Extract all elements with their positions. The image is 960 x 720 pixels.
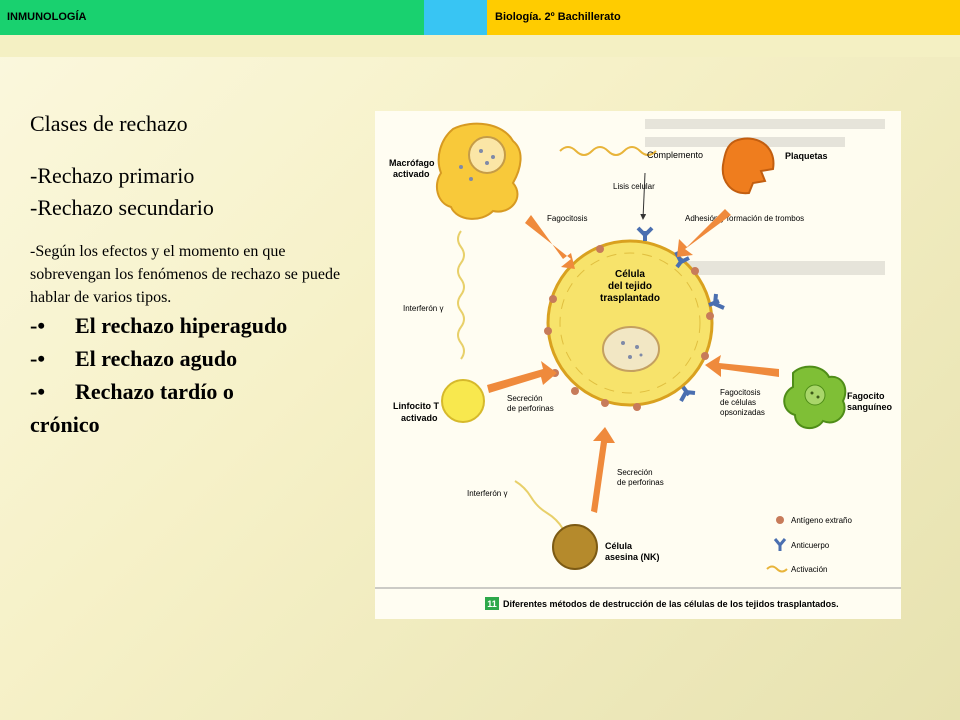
svg-text:de perforinas: de perforinas: [617, 478, 664, 487]
complement-pointer: [640, 172, 647, 220]
header-bar: INMUNOLOGÍA Biología. 2º Bachillerato: [0, 0, 960, 35]
rejection-diagram: Célula del tejido trasplantado Macrófago…: [375, 111, 901, 619]
transplanted-cell: Célula del tejido trasplantado: [546, 239, 714, 407]
legend-antibody: Anticuerpo: [791, 541, 830, 550]
blood-phagocyte-cell: [783, 365, 847, 430]
interferon-top-label: Interferón γ: [403, 304, 443, 313]
figure-caption: Diferentes métodos de destrucción de las…: [503, 599, 839, 609]
svg-text:trasplantado: trasplantado: [600, 293, 660, 304]
lymphocyte-label: Linfocito T: [393, 401, 439, 411]
lymphocyte-cell: [441, 379, 485, 423]
legend-antigen: Antígeno extraño: [791, 516, 852, 525]
bullet-tardio: -• Rechazo tardío o: [30, 375, 350, 408]
nk-cell: [552, 524, 598, 570]
complement-label: Complemento: [647, 150, 703, 160]
svg-text:opsonizadas: opsonizadas: [720, 408, 765, 417]
antibodies: [636, 226, 725, 402]
svg-text:de perforinas: de perforinas: [507, 404, 554, 413]
bullet-agudo: -• El rechazo agudo: [30, 342, 350, 375]
header-cyan-band: [424, 0, 487, 35]
svg-text:de células: de células: [720, 398, 756, 407]
type-secondary: -Rechazo secundario: [30, 195, 214, 220]
legend-activation: Activación: [791, 565, 827, 574]
caption-number-badge: [485, 597, 499, 610]
svg-text:sanguíneo: sanguíneo: [847, 402, 893, 412]
interferon-bottom-label: Interferón γ: [467, 489, 507, 498]
svg-text:activado: activado: [393, 169, 430, 179]
svg-text:asesina (NK): asesina (NK): [605, 552, 660, 562]
phagocytosis-label: Fagocitosis: [547, 214, 587, 223]
bullet-continuation: crónico: [30, 412, 100, 437]
header-green-band: [0, 0, 424, 35]
bullet-text: El rechazo hiperagudo: [75, 313, 288, 338]
bullet-marker: -•: [30, 313, 46, 338]
attack-arrows: [487, 209, 779, 513]
platelet-label: Plaquetas: [785, 151, 828, 161]
adhesion-label: Adhesión y formación de trombos: [685, 214, 804, 223]
interferon-wave-top: [457, 230, 465, 360]
bullet-text: Rechazo tardío o: [75, 379, 234, 404]
header-subject: INMUNOLOGÍA: [7, 11, 87, 23]
antigen-dots: [544, 245, 714, 411]
macrophage-cell: [435, 122, 522, 220]
perforin-bottom-label: Secreción: [617, 468, 653, 477]
header-yellow-band: [487, 0, 960, 35]
macrophage-label: Macrófago: [389, 158, 435, 168]
bullet-marker: -•: [30, 379, 46, 404]
header-strip: [0, 35, 960, 57]
bullet-marker: -•: [30, 346, 46, 371]
slide-text: Clases de rechazo -Rechazo primario -Rec…: [30, 110, 350, 441]
lysis-label: Lisis celular: [613, 182, 655, 191]
nk-label: Célula: [605, 541, 633, 551]
caption-number: 11: [487, 599, 497, 609]
type-primary: -Rechazo primario: [30, 163, 195, 188]
slide-heading: Clases de rechazo: [30, 111, 188, 136]
bullet-hiperagudo: -• El rechazo hiperagudo: [30, 309, 350, 342]
bullet-text: El rechazo agudo: [75, 346, 238, 371]
svg-text:activado: activado: [401, 413, 438, 423]
cell-nucleus: [602, 326, 660, 372]
complement-wave: [559, 146, 657, 156]
cell-label: Célula: [615, 269, 645, 280]
platelet-cell: [721, 137, 775, 195]
perforin-left-label: Secreción: [507, 394, 543, 403]
explanation-paragraph: -Según los efectos y el momento en que s…: [30, 243, 341, 306]
header-course: Biología. 2º Bachillerato: [495, 11, 621, 23]
svg-text:del tejido: del tejido: [608, 281, 652, 292]
diagram-legend: Antígeno extraño Anticuerpo Activación: [766, 516, 852, 574]
phagocyte-label: Fagocito: [847, 391, 885, 401]
opsonized-label: Fagocitosis: [720, 388, 760, 397]
